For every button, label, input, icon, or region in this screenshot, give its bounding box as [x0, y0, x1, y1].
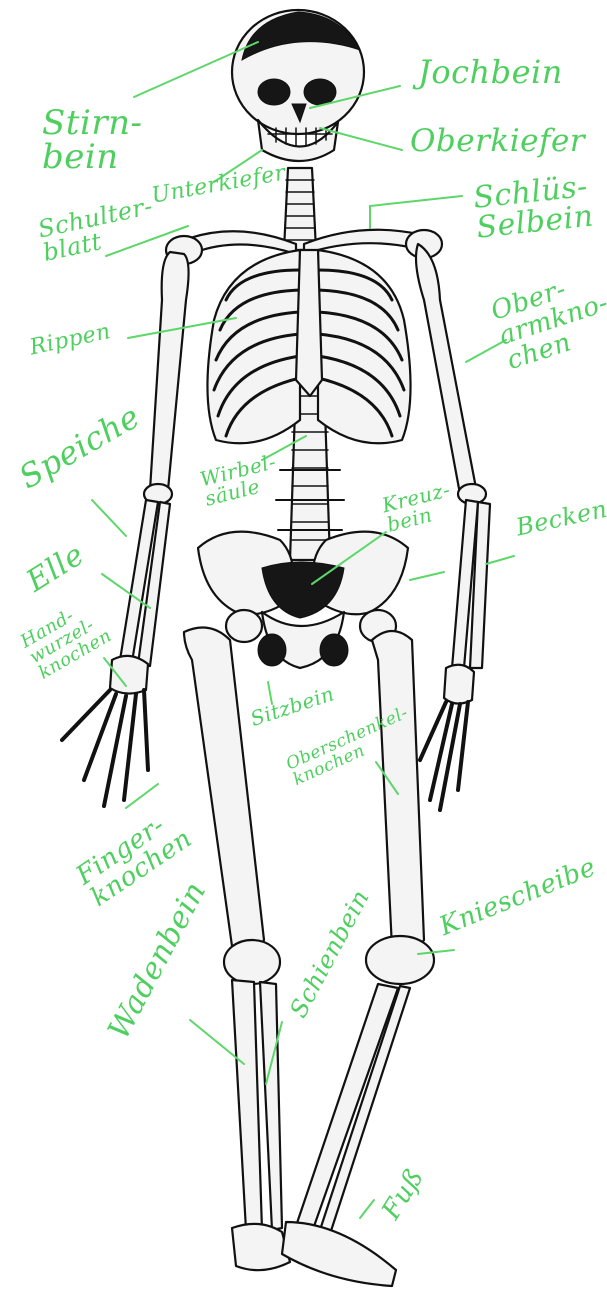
label-oberkiefer: Oberkiefer: [410, 126, 585, 157]
label-stirnbein: Stirn- bein: [42, 106, 142, 174]
label-schluesselbein: Schlüs- Selbein: [472, 172, 595, 244]
label-jochbein: Jochbein: [418, 56, 563, 88]
skull: [232, 10, 364, 161]
